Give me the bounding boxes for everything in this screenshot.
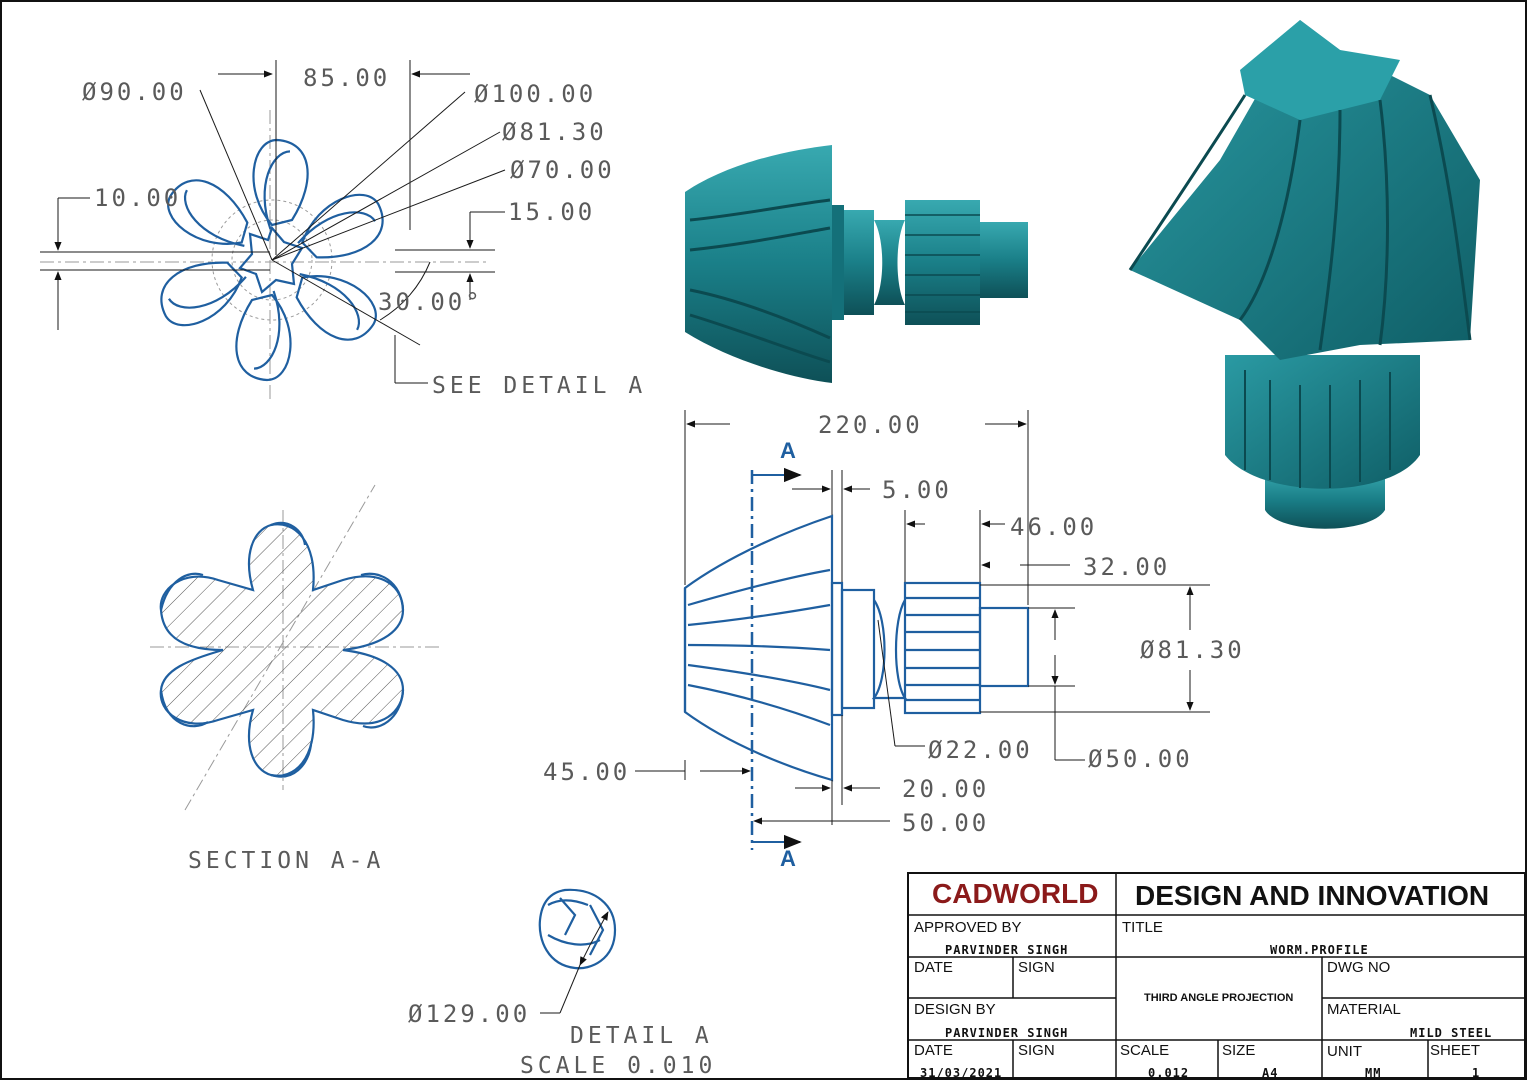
dim-dia-100: Ø100.00 (474, 80, 596, 108)
approved-by-value: PARVINDER SINGH (945, 943, 1068, 957)
isometric-view (1128, 20, 1480, 529)
title-block (907, 872, 1526, 1079)
section-marker-top: A (780, 438, 796, 463)
dim-len-32: 32.00 (1083, 553, 1170, 581)
scale-label: SCALE (1120, 1042, 1169, 1059)
dim-len-45: 45.00 (543, 758, 630, 786)
detail-scale: SCALE 0.010 (520, 1053, 716, 1079)
section-a-a: SECTION A-A (150, 484, 440, 874)
dim-len-10: 10.00 (94, 184, 181, 212)
dwg-no-label: DWG NO (1327, 959, 1390, 976)
projection-label: THIRD ANGLE PROJECTION (1144, 992, 1293, 1004)
unit-label: UNIT (1327, 1043, 1362, 1060)
dim-len-46: 46.00 (1010, 513, 1097, 541)
date-value: 31/03/2021 (920, 1066, 1002, 1080)
design-by-label: DESIGN BY (914, 1001, 996, 1018)
dim-dia-50: Ø50.00 (1088, 745, 1193, 773)
front-view: Ø90.00 85.00 Ø100.00 Ø81.30 Ø70.00 10.00… (40, 60, 646, 400)
section-marker-bottom: A (780, 846, 796, 871)
material-value: MILD STEEL (1410, 1026, 1492, 1040)
dim-len-15: 15.00 (508, 198, 595, 226)
dim-angle-30: 30.00° (378, 288, 483, 316)
design-by-value: PARVINDER SINGH (945, 1026, 1068, 1040)
detail-label: DETAIL A (570, 1023, 713, 1049)
sheet-value: 1 (1472, 1066, 1480, 1080)
unit-value: MM (1365, 1066, 1381, 1080)
size-label: SIZE (1222, 1042, 1255, 1059)
date-label: DATE (914, 959, 953, 976)
title-label: TITLE (1122, 919, 1163, 936)
dim-len-5: 5.00 (882, 476, 952, 504)
dim-len-220: 220.00 (818, 411, 923, 439)
company-name: CADWORLD (932, 878, 1098, 909)
title-value: WORM.PROFILE (1270, 943, 1369, 957)
approved-by-label: APPROVED BY (914, 919, 1022, 936)
size-value: A4 (1262, 1066, 1278, 1080)
shaded-side-view (685, 145, 1028, 383)
section-label: SECTION A-A (188, 848, 384, 874)
sign-label: SIGN (1018, 959, 1055, 976)
scale-value: 0.012 (1148, 1066, 1189, 1080)
see-detail-label: SEE DETAIL A (432, 373, 646, 399)
date2-label: DATE (914, 1042, 953, 1059)
sign2-label: SIGN (1018, 1042, 1055, 1059)
dim-dia-129: Ø129.00 (408, 1000, 530, 1028)
dim-len-50: 50.00 (902, 809, 989, 837)
side-view: A A (543, 410, 1245, 871)
dim-dia-90: Ø90.00 (82, 78, 187, 106)
detail-a: Ø129.00 DETAIL A SCALE 0.010 (408, 888, 716, 1079)
title-block-heading: DESIGN AND INNOVATION (1135, 880, 1489, 911)
dim-len-20: 20.00 (902, 775, 989, 803)
dim-dia-22: Ø22.00 (928, 736, 1033, 764)
dim-dia-70: Ø70.00 (510, 156, 615, 184)
sheet-label: SHEET (1430, 1042, 1480, 1059)
dim-dia-81-side: Ø81.30 (1140, 636, 1245, 664)
dim-len-85: 85.00 (303, 64, 390, 92)
material-label: MATERIAL (1327, 1001, 1401, 1018)
dim-dia-81: Ø81.30 (502, 118, 607, 146)
